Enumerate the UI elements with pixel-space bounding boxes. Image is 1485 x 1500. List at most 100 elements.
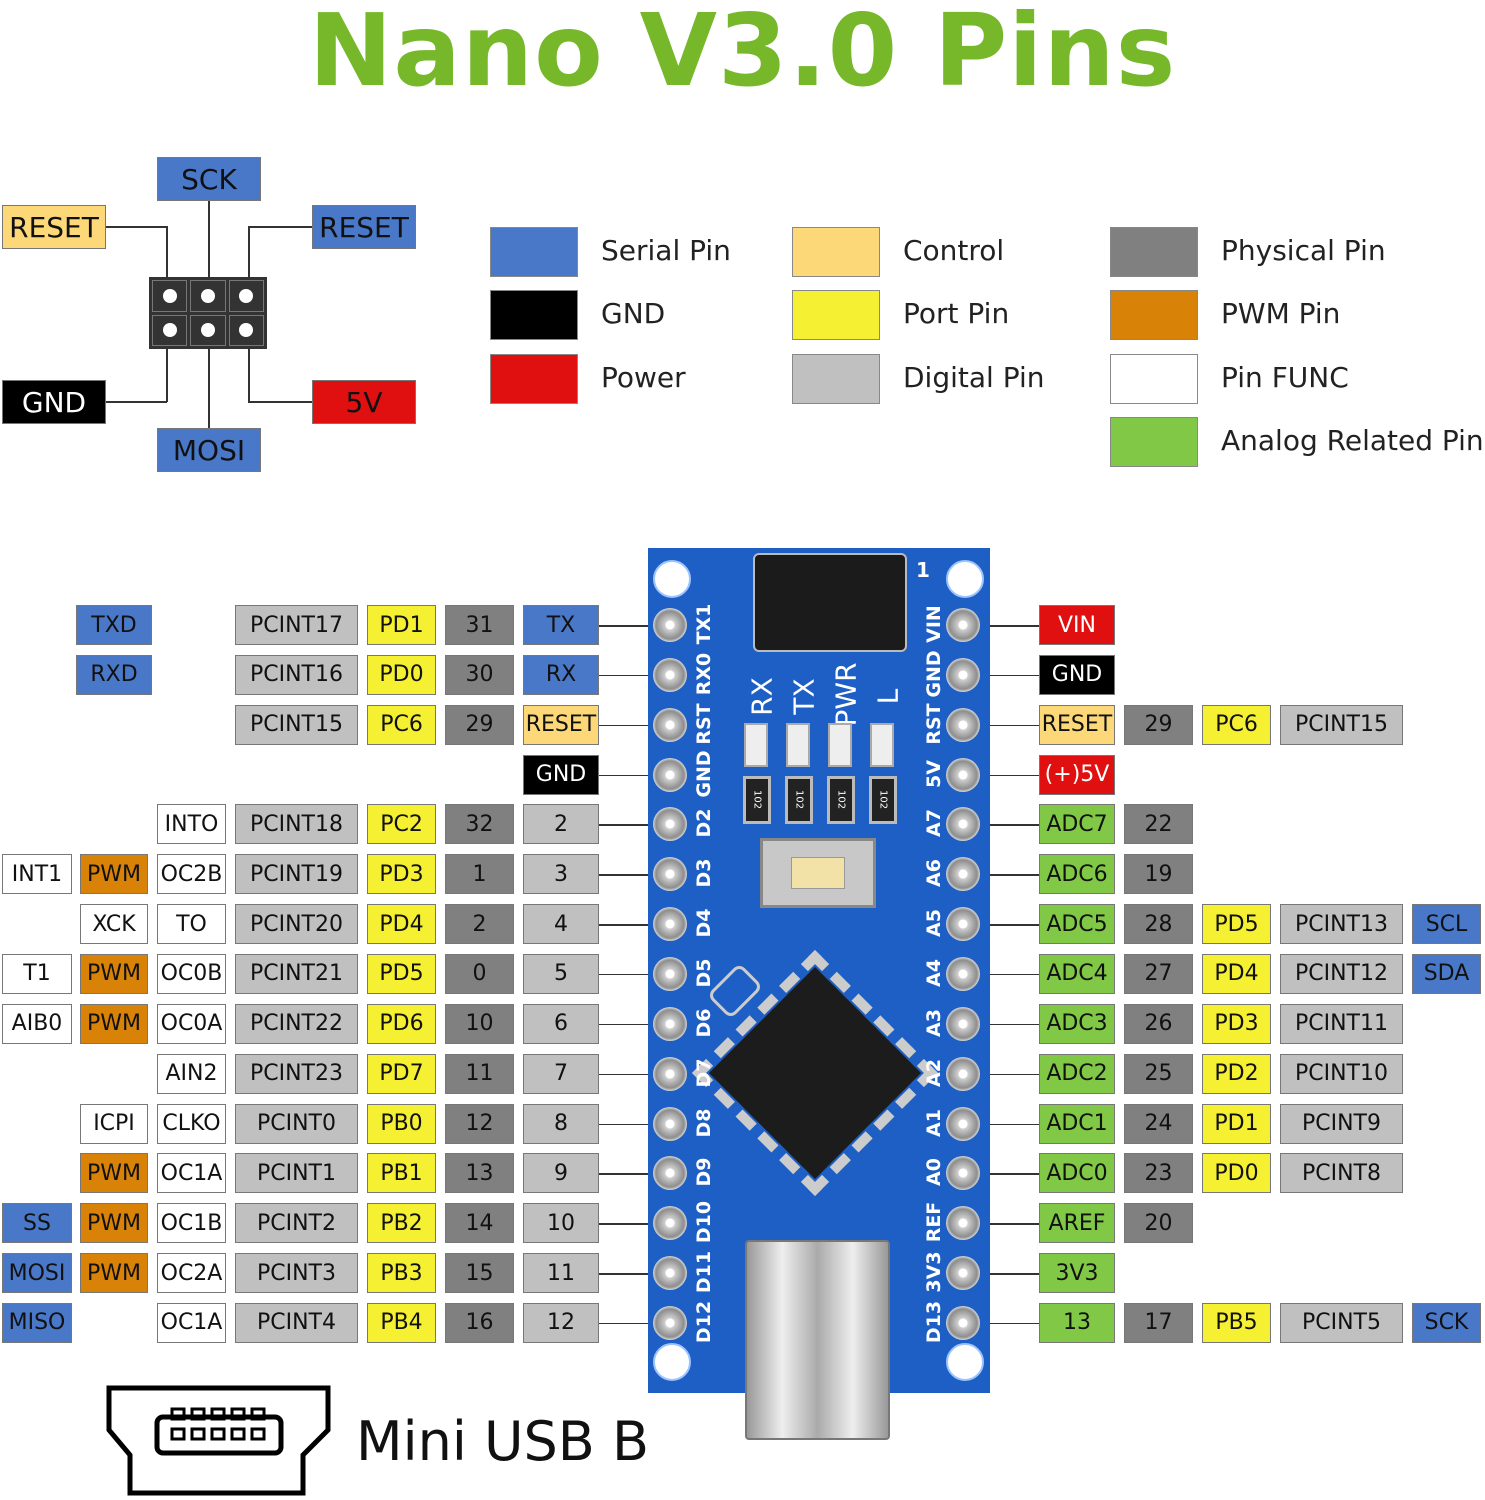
- connector-line: [985, 874, 1040, 876]
- connector-line: [599, 824, 655, 826]
- right-pin-label-physical: 29: [1124, 704, 1193, 745]
- connector-line: [599, 924, 655, 926]
- connector-line: [599, 874, 655, 876]
- right-pin-label-power: VIN: [1039, 605, 1115, 645]
- left-pin-label-func: OC1B: [157, 1203, 226, 1244]
- icsp-gnd: GND: [2, 380, 106, 424]
- icsp-mosi: MOSI: [157, 428, 261, 472]
- icsp-5v: 5V: [312, 380, 416, 424]
- left-pin-label-physical: 11: [445, 1053, 514, 1094]
- legend-label: Physical Pin: [1221, 234, 1386, 267]
- led: [786, 723, 810, 767]
- left-pin-label-func: OC1A: [157, 1302, 226, 1343]
- left-pin-label-digital: PCINT2: [235, 1203, 358, 1244]
- legend-swatch-port: [792, 290, 880, 340]
- connector-line: [985, 973, 1040, 976]
- right-pin-label-physical: 26: [1124, 1003, 1193, 1044]
- left-pin-label-digital: PCINT16: [235, 654, 358, 695]
- icsp-reset-right: RESET: [312, 205, 416, 249]
- left-pin-label-func: INTO: [157, 804, 226, 845]
- legend-swatch-analog: [1110, 417, 1198, 467]
- led-label: PWR: [829, 662, 863, 727]
- left-pin-label-physical: 10: [445, 1003, 514, 1044]
- right-pin-label-analog: ADC5: [1039, 904, 1115, 945]
- left-pin-label-physical: 31: [445, 605, 514, 645]
- left-pin-label-digital: PCINT22: [235, 1003, 358, 1044]
- mount-hole: [653, 1343, 691, 1381]
- led-label: L: [871, 688, 905, 705]
- left-pin-label-serial: RX: [523, 654, 599, 695]
- right-pin-label-port: PD2: [1202, 1053, 1271, 1094]
- right-pin-label-digital: PCINT13: [1280, 904, 1403, 945]
- left-pin-label-port: PB4: [367, 1302, 436, 1343]
- left-pin-label-pwm: PWM: [80, 1203, 148, 1244]
- left-pin-label-physical: 13: [445, 1153, 514, 1194]
- connector-line: [599, 973, 655, 976]
- left-pin-label-digital: PCINT21: [235, 953, 358, 994]
- left-pin-label-digital: 6: [523, 1003, 599, 1044]
- right-pin-label-analog: ADC4: [1039, 953, 1115, 994]
- left-pin-label-port: PC2: [367, 804, 436, 845]
- left-pin-label-serial: TX: [523, 605, 599, 645]
- connector-line: [599, 1223, 655, 1225]
- left-pin-label-func: ICPI: [80, 1103, 148, 1144]
- left-pin-label-func: OC1A: [157, 1153, 226, 1194]
- connector-line: [985, 824, 1040, 826]
- right-pin-label-port: PD3: [1202, 1003, 1271, 1044]
- left-pin-label-func: INT1: [2, 854, 72, 895]
- left-pin-label-physical: 12: [445, 1103, 514, 1144]
- right-pin-label-port: PD1: [1202, 1103, 1271, 1144]
- left-pin-label-func: TO: [157, 904, 226, 945]
- left-pin-label-digital: 8: [523, 1103, 599, 1144]
- legend-swatch-gnd: [490, 290, 578, 340]
- left-pin-label-port: PB3: [367, 1253, 436, 1294]
- header-pin: [946, 707, 980, 742]
- left-pin-label-control: RESET: [523, 704, 599, 745]
- header-pin: [653, 707, 687, 742]
- left-pin-label-physical: 29: [445, 704, 514, 745]
- right-pin-label-control: RESET: [1039, 704, 1115, 745]
- resistor: 102: [827, 776, 855, 824]
- header-pin: [653, 956, 687, 991]
- reset-button[interactable]: [760, 838, 876, 908]
- connector-line: [599, 1322, 655, 1325]
- mini-usb-icon: [106, 1385, 331, 1496]
- legend-swatch-digital: [792, 354, 880, 404]
- left-pin-label-digital: 5: [523, 953, 599, 994]
- left-pin-label-physical: 30: [445, 654, 514, 695]
- legend-swatch-power: [490, 354, 578, 404]
- left-pin-label-func: OC0A: [157, 1003, 226, 1044]
- right-pin-label-physical: 25: [1124, 1053, 1193, 1094]
- legend-swatch-serial: [490, 227, 578, 277]
- right-pin-label-port: PD0: [1202, 1153, 1271, 1194]
- left-pin-label-pwm: PWM: [80, 854, 148, 895]
- connector-line: [985, 774, 1040, 777]
- connector-line: [599, 774, 655, 777]
- right-pin-label-analog: ADC6: [1039, 854, 1115, 895]
- header-pin: [946, 1256, 980, 1291]
- left-pin-label-func: AIN2: [157, 1053, 226, 1094]
- led-label: RX: [745, 677, 779, 716]
- icsp-reset-left: RESET: [2, 205, 106, 249]
- left-pin-label-serial: RXD: [76, 654, 152, 695]
- right-pin-label-digital: PCINT9: [1280, 1103, 1403, 1144]
- right-pin-label-analog: ADC3: [1039, 1003, 1115, 1044]
- header-pin: [653, 807, 687, 842]
- silk-label-right: D13: [923, 1300, 945, 1343]
- header-pin: [653, 1305, 687, 1340]
- left-pin-label-port: PB1: [367, 1153, 436, 1194]
- diagram-title: Nano V3.0 Pins: [308, 0, 1177, 109]
- left-pin-label-port: PC6: [367, 704, 436, 745]
- right-pin-label-physical: 20: [1124, 1203, 1193, 1244]
- legend-label: Port Pin: [903, 297, 1010, 330]
- left-pin-label-serial: TXD: [76, 605, 152, 645]
- right-pin-label-digital: PCINT11: [1280, 1003, 1403, 1044]
- left-pin-label-digital: 3: [523, 854, 599, 895]
- header-pin: [946, 1006, 980, 1041]
- header-pin: [653, 857, 687, 892]
- header-pin: [653, 1156, 687, 1191]
- right-pin-label-analog: ADC2: [1039, 1053, 1115, 1094]
- led-label: TX: [787, 678, 821, 715]
- left-pin-label-pwm: PWM: [80, 1003, 148, 1044]
- left-pin-label-port: PB0: [367, 1103, 436, 1144]
